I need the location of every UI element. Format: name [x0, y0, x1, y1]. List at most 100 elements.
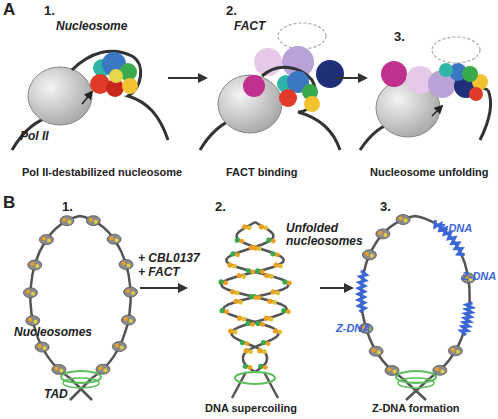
z-dna-label: Z-DNA [462, 270, 496, 282]
unfolded-nucleosome [232, 264, 237, 269]
unfolded-nucleosome [248, 349, 253, 354]
unfolded-nucleosome [260, 269, 265, 274]
z-dna-label: Z-DNA [438, 222, 472, 234]
histone-dot [388, 367, 392, 371]
nucleosome [112, 342, 126, 352]
nucleosome [39, 235, 53, 245]
unfolded-nucleosome [275, 252, 280, 257]
nucleosome [35, 342, 49, 352]
histone-dot [94, 220, 98, 224]
histone-dot [103, 368, 107, 372]
histone-dot [43, 346, 47, 350]
unfolded-nucleosome [242, 317, 247, 322]
histone-dot [122, 261, 126, 265]
part-name: Unfolded nucleosomes [286, 222, 364, 248]
unfolded-nucleosome [242, 224, 247, 229]
step-caption: Pol II-destabilized nucleosome [22, 166, 182, 178]
histone-core [124, 287, 138, 297]
nucleosome [385, 365, 399, 375]
unfolded-nucleosome [223, 281, 228, 286]
unfolded-nucleosome [257, 348, 262, 353]
nucleosome [107, 234, 121, 244]
unfolded-nucleosome [244, 348, 249, 353]
part-name: FACT [234, 20, 265, 33]
histone-core [52, 364, 66, 374]
step-number: 3. [394, 30, 405, 44]
panel-a1 [12, 51, 168, 150]
histone-dot [120, 346, 124, 350]
unfolded-nucleosome [227, 262, 232, 267]
step-number: 2. [215, 200, 226, 214]
step-caption: Z-DNA formation [372, 402, 460, 414]
histone-dot [33, 320, 37, 324]
unfolded-nucleosome [287, 281, 292, 286]
histone-dot [30, 262, 34, 266]
nucleosome [376, 229, 390, 239]
unfolded-nucleosome [230, 251, 235, 256]
histone-dot [383, 233, 387, 237]
histone-dot [89, 218, 93, 222]
histone-core [39, 235, 53, 245]
part-name: Pol II [20, 130, 49, 143]
step-number: 1. [62, 200, 73, 214]
nucleosome [448, 346, 462, 356]
histone-dot [440, 369, 444, 373]
unfolded-nucleosome [273, 328, 278, 333]
histone-dot [127, 263, 131, 267]
histone-core [60, 216, 74, 226]
unfolded-nucleosome [224, 309, 229, 314]
histone-core [26, 316, 40, 326]
unfolded-nucleosome [263, 365, 268, 370]
unfolded-nucleosome [257, 246, 262, 251]
unfolded-nucleosome [259, 224, 264, 229]
unfolded-nucleosome [273, 262, 278, 267]
histone-dot [98, 366, 102, 370]
histone-dot [365, 252, 369, 256]
histone-core [119, 259, 133, 269]
panel-a3 [360, 37, 490, 150]
histone-core [376, 229, 390, 239]
unfolded-nucleosome [261, 340, 266, 345]
unfolded-nucleosome [233, 330, 238, 335]
unfolded-nucleosome [267, 299, 272, 304]
unfolded-nucleosome [235, 237, 240, 242]
histone-dot [35, 264, 39, 268]
histone-dot [115, 238, 119, 242]
nucleosome [362, 250, 376, 260]
unfolded-nucleosome [243, 364, 248, 369]
histone-dot [59, 368, 63, 372]
histone-dot [378, 231, 382, 235]
nucleosome [23, 288, 37, 298]
unfolded-nucleosome [282, 279, 287, 284]
unfolded-nucleosome [250, 269, 255, 274]
unfolded-nucleosome [286, 309, 291, 314]
unfolded-nucleosome [262, 349, 267, 354]
histone-dot [370, 254, 374, 258]
histone-core [121, 315, 135, 325]
histone-core [385, 365, 399, 375]
part-name: Nucleosomes [14, 326, 92, 339]
histone-dot [372, 348, 376, 352]
unfolded-nucleosome [271, 239, 276, 244]
unfolded-nucleosome [237, 316, 242, 321]
unfolded-nucleosome [238, 300, 243, 305]
step-number: 1. [44, 4, 55, 18]
histone-dot [110, 236, 114, 240]
unfolded-nucleosome [269, 274, 274, 279]
z-dna-segment [461, 303, 472, 335]
unfolded-nucleosome [235, 291, 240, 296]
histone-core [23, 288, 37, 298]
nucleosome [124, 287, 138, 297]
histone-dot [28, 318, 32, 322]
histone-dot [456, 350, 460, 354]
histone-dot [377, 350, 381, 354]
nucleosome [96, 364, 110, 374]
histone-dot [38, 344, 42, 348]
unfolded-nucleosome [220, 308, 225, 313]
histone-core [369, 346, 383, 356]
step-number: 2. [226, 4, 237, 18]
histone-core [448, 346, 462, 356]
unfolded-nucleosome [277, 330, 282, 335]
histone-core [35, 342, 49, 352]
